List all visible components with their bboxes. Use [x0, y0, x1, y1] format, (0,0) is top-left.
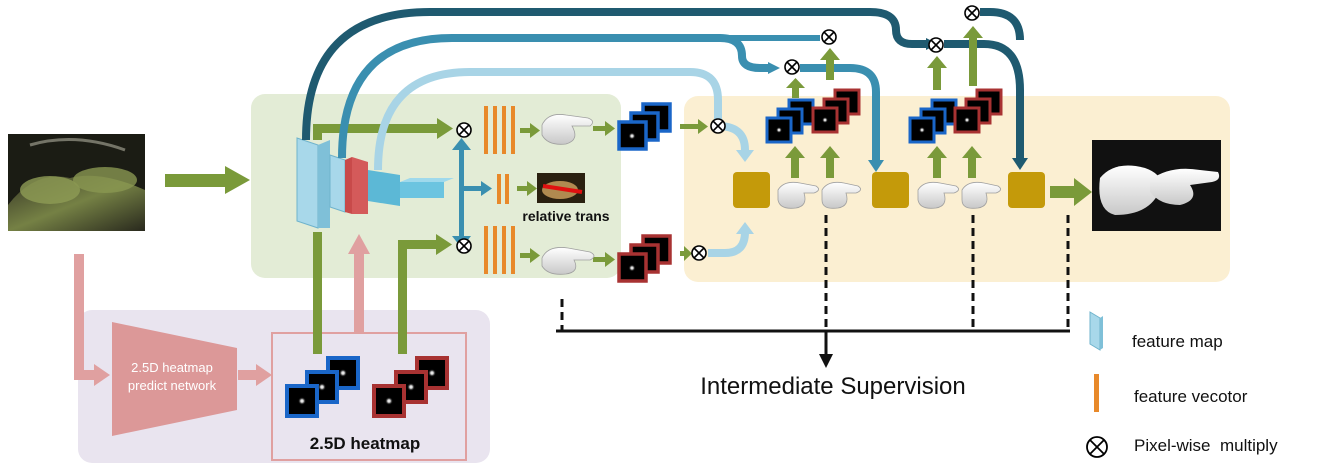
heatmap-predict-network — [112, 322, 237, 436]
hand-mesh-lower — [541, 247, 595, 275]
legend-multiply: Pixel-wise multiply — [1134, 436, 1278, 455]
refine-block-3 — [1008, 172, 1045, 208]
heatmap-network-label-1: 2.5D heatmap — [131, 360, 213, 375]
heatmap-stack-red — [372, 356, 449, 418]
feature-map-icon — [1089, 311, 1101, 351]
heatmap-label: 2.5D heatmap — [310, 434, 421, 453]
multiply-top-4 — [928, 37, 944, 53]
multiply-top-3 — [964, 5, 980, 21]
multiply-upper — [456, 122, 472, 138]
legend-feature-map: feature map — [1132, 332, 1223, 351]
heatmap-output-box — [271, 332, 467, 461]
intermediate-supervision-label: Intermediate Supervision — [700, 373, 965, 400]
output-hand-image — [1092, 140, 1221, 231]
feature-vectors-upper — [484, 106, 515, 154]
stage1-blue-stack — [765, 98, 815, 144]
stage2-blue-stack — [908, 98, 958, 144]
stage1-mesh-left — [777, 181, 819, 209]
stage2-mesh-left — [917, 181, 959, 209]
hand-mesh-upper — [541, 114, 593, 145]
refine-block-2 — [872, 172, 909, 208]
heatmap-stack-blue — [285, 356, 360, 418]
multiply-top-1 — [821, 29, 837, 45]
stage1-green-arrows — [785, 48, 840, 178]
stage2-green-arrows — [927, 26, 983, 178]
input-hand-image — [8, 134, 145, 231]
blue-heatmap-stack-feature — [617, 102, 672, 151]
output-arrow — [1050, 178, 1092, 206]
encoder-feature-maps — [296, 137, 454, 229]
refine-block-1 — [733, 172, 770, 208]
multiply-legend-icon — [1086, 436, 1108, 458]
multiply-refine-upper — [710, 118, 726, 134]
supervision-arrowhead — [819, 354, 833, 368]
supervision-lines — [556, 215, 1070, 356]
skip-light-blue-heads — [736, 150, 754, 234]
stage1-red-stack — [811, 88, 861, 134]
green-paths-features — [313, 118, 453, 354]
feature-vectors-lower — [484, 226, 515, 274]
heatmap-network-label-2: predict network — [128, 378, 217, 393]
feature-vector-icon — [1094, 374, 1099, 412]
stack-to-multiply-arrows — [680, 119, 708, 261]
red-heatmap-stack-feature — [617, 234, 672, 283]
legend-feature-vector: feature vecotor — [1134, 387, 1248, 406]
multiply-lower — [456, 238, 472, 254]
multiply-top-2 — [784, 59, 800, 75]
stage1-mesh-right — [821, 181, 861, 209]
stage2-red-stack — [953, 88, 1003, 134]
relative-trans-label: relative trans — [522, 208, 609, 224]
feature-vectors-middle — [497, 174, 509, 204]
relative-trans-image — [537, 173, 585, 203]
pink-path — [74, 234, 370, 386]
legend: feature map feature vecotor Pixel-wise m… — [1086, 311, 1278, 458]
stage2-mesh-right — [961, 181, 1001, 209]
vector-arrows — [517, 121, 615, 267]
multiply-refine-lower — [691, 245, 707, 261]
skip-dark-teal — [302, 7, 1024, 160]
skip-mid-blue-heads — [768, 62, 884, 172]
input-arrow — [165, 166, 250, 194]
